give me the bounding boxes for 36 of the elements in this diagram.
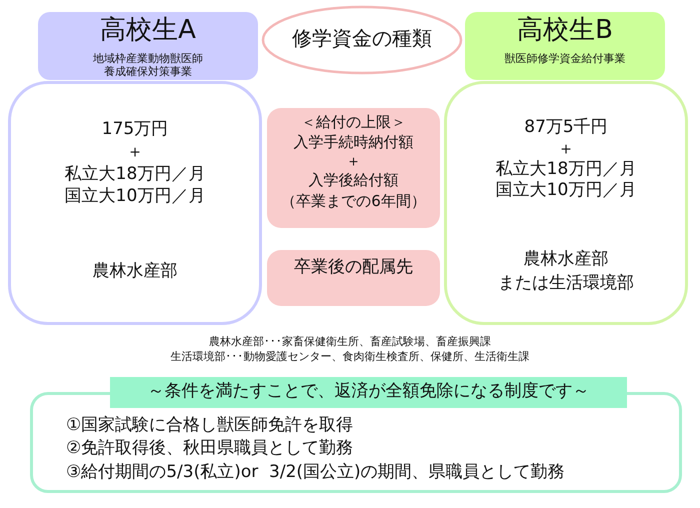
header-title: 高校生B [517,16,613,46]
info-text: または生活環境部 [498,274,634,294]
info-text: 入学手続時納付額 [294,134,414,152]
title-ellipse [261,5,463,75]
header-box [465,12,665,80]
info-text: ＋ [558,140,574,160]
info-text: 国立大10万円／月 [64,187,206,207]
column-panel [8,81,262,325]
column-panel [444,81,688,325]
banner-text: ～条件を満たすことで、返済が全額免除になる制度です～ [148,382,590,402]
header-box [38,12,258,80]
ellipse-label: 修学資金の種類 [292,27,432,50]
program-name: 獣医師修学資金給付事業 [504,53,626,66]
note-text: 生活環境部･･･動物愛護センター、食肉衛生検査所、保健所、生活衛生課 [170,350,530,363]
info-text: 87万5千円 [524,118,608,138]
info-text: ＜給付の上限＞ [301,114,406,132]
info-text: 農林水産部 [92,262,178,282]
info-text: 私立大18万円／月 [496,160,636,180]
condition-text: ①国家試験に合格し獣医師免許を取得 [66,416,354,436]
info-text: 入学後給付額 [308,172,398,190]
header-title: 高校生A [100,16,196,46]
info-text: ＋ [346,153,361,170]
info-text: 私立大18万円／月 [64,165,206,185]
info-text: 国立大10万円／月 [496,181,636,201]
condition-text: ②免許取得後、秋田県職員として勤務 [66,439,354,459]
info-text: 農林水産部 [524,250,608,270]
info-box [267,250,440,306]
info-text: ＋ [126,143,144,163]
program-name: 地域枠産業動物獣医師養成確保対策事業 [92,52,204,78]
info-box [267,108,440,228]
info-text: 175万円 [102,120,168,140]
condition-text: ③給付期間の5/3(私立)or 3/2(国公立)の期間、県職員として勤務 [66,463,565,483]
info-text: （卒業までの6年間） [281,193,426,210]
note-text: 農林水産部･･･家畜保健衛生所、畜産試験場、畜産振興課 [209,335,491,348]
condition-banner [110,377,627,408]
info-text: 卒業後の配属先 [294,256,414,279]
